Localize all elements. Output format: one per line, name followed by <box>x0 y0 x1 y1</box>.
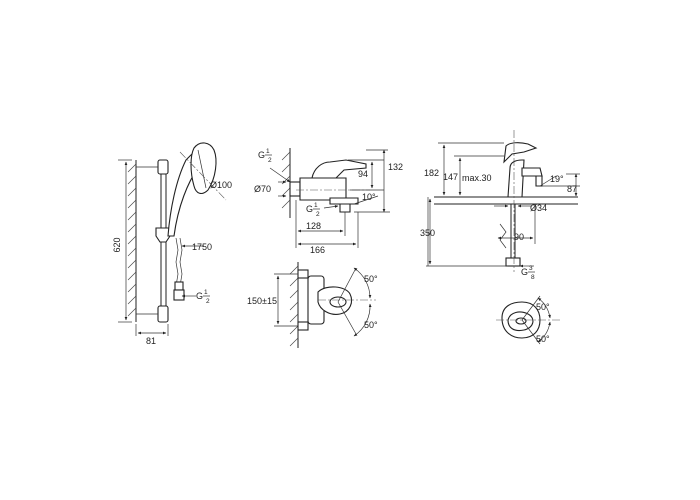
dim-hole-34: Ø34 <box>530 203 547 213</box>
thread-top-den: 2 <box>268 157 272 164</box>
dim-flange-diameter: Ø70 <box>254 184 271 194</box>
dim-350: 350 <box>420 228 435 238</box>
shower-hose <box>173 237 185 301</box>
dim-182: 182 <box>424 168 439 178</box>
basin-mixer-plan-dimensions: 50° 50° <box>536 302 550 344</box>
bath-mixer-plan-dimensions: 150±15 50° 50° <box>247 273 378 330</box>
thread-g-top: G <box>258 150 265 160</box>
basin-mixer-drawing: 182 147 max.30 19° 87 Ø34 350 90 G 3 <box>420 130 580 345</box>
angle-50-bottom-basin: 50° <box>536 334 550 344</box>
angle-50-top-basin: 50° <box>536 302 550 312</box>
thread-basin-den: 8 <box>531 274 535 281</box>
thread-fraction-den: 2 <box>206 298 210 305</box>
thread-top-num: 1 <box>266 148 270 155</box>
dim-132: 132 <box>388 162 403 172</box>
thread-bot-num: 1 <box>314 202 318 209</box>
dim-128: 128 <box>306 221 321 231</box>
thread-fraction-num: 1 <box>204 289 208 296</box>
thread-g-shower: G <box>196 291 203 301</box>
dim-handshower-diameter: Ø100 <box>210 180 232 190</box>
dim-81: 81 <box>146 336 156 346</box>
wall-hatch-shower <box>127 160 137 322</box>
angle-10: 10° <box>362 192 376 202</box>
dim-max-30: max.30 <box>462 173 492 183</box>
shower-rail <box>136 159 171 323</box>
dim-87: 87 <box>567 184 577 194</box>
basin-mixer-plan <box>496 295 560 345</box>
dim-147: 147 <box>443 172 458 182</box>
basin-mixer-elevation <box>434 130 578 272</box>
thread-g-basin: G <box>521 267 528 277</box>
bath-mixer-dimensions: G 1 2 Ø70 94 132 10° G 1 2 <box>254 148 403 255</box>
dim-166: 166 <box>310 245 325 255</box>
angle-50-top: 50° <box>364 274 378 284</box>
angle-19: 19° <box>550 174 564 184</box>
basin-mixer-dimensions: 182 147 max.30 19° 87 Ø34 350 90 G 3 <box>420 142 580 281</box>
hand-shower <box>167 142 227 237</box>
dim-94: 94 <box>358 169 368 179</box>
thread-bot-den: 2 <box>316 211 320 218</box>
shower-dimensions: 620 Ø100 1750 G 1 2 81 <box>112 159 232 346</box>
dim-90: 90 <box>514 232 524 242</box>
angle-50-bottom: 50° <box>364 320 378 330</box>
thread-g-bottom: G <box>306 204 313 214</box>
dim-150-15: 150±15 <box>247 296 277 306</box>
dim-1750: 1750 <box>192 242 212 252</box>
bath-mixer-drawing: G 1 2 Ø70 94 132 10° G 1 2 <box>247 148 403 348</box>
shower-set-drawing: 620 Ø100 1750 G 1 2 81 <box>112 142 232 346</box>
bath-mixer-plan <box>289 262 376 348</box>
bath-mixer-elevation <box>281 148 370 218</box>
dim-620: 620 <box>112 237 122 252</box>
thread-basin-num: 3 <box>529 265 533 272</box>
